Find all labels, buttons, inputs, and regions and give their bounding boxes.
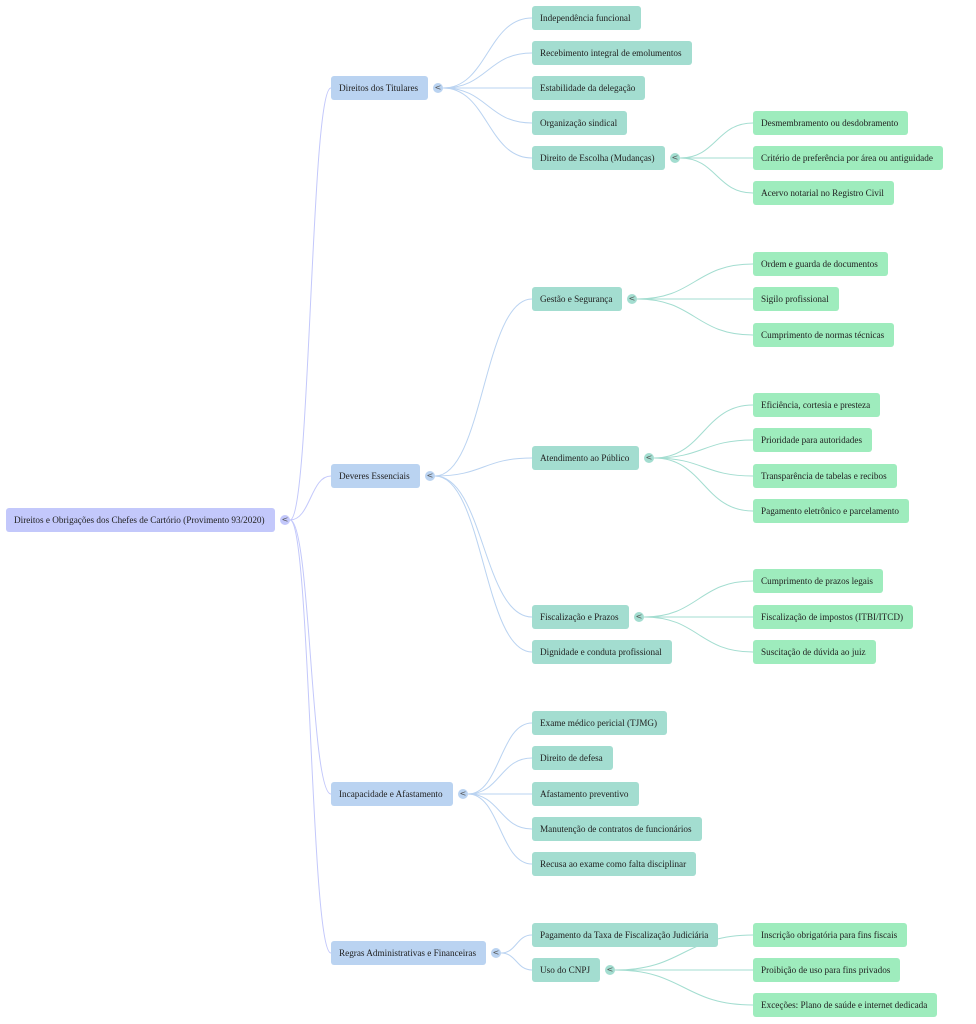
mindmap-node-uso-cnpj[interactable]: Uso do CNPJ [532, 958, 601, 982]
edge-direitos-titulares-to-recebimento [442, 52, 533, 89]
edge-incapacidade-to-manutencao-contratos [467, 793, 533, 830]
edge-direitos-titulares-to-independencia [442, 17, 533, 89]
edge-atendimento-publico-to-eficiencia [653, 404, 754, 459]
edge-incapacidade-to-recusa-exame [467, 793, 533, 865]
edge-direitos-titulares-to-organizacao [442, 87, 533, 124]
edge-regras-admin-to-taxa-fiscalizacao [500, 934, 533, 954]
collapse-toggle-icon[interactable]: < [644, 453, 654, 463]
edge-atendimento-publico-to-prioridade [653, 439, 754, 459]
mindmap-node-independencia[interactable]: Independência funcional [532, 6, 641, 30]
mindmap-node-sigilo[interactable]: Sigilo profissional [753, 287, 839, 311]
mindmap-node-prioridade[interactable]: Prioridade para autoridades [753, 428, 873, 452]
collapse-toggle-icon[interactable]: < [605, 965, 615, 975]
mindmap-node-excecoes[interactable]: Exceções: Plano de saúde e internet dedi… [753, 993, 938, 1017]
mindmap-node-dignidade[interactable]: Dignidade e conduta profissional [532, 640, 672, 664]
edge-deveres-essenciais-to-atendimento-publico [434, 457, 533, 477]
edge-root-to-regras-admin [289, 519, 332, 954]
collapse-toggle-icon[interactable]: < [425, 471, 435, 481]
edge-direitos-titulares-to-direito-escolha [442, 87, 533, 159]
mindmap-node-organizacao[interactable]: Organização sindical [532, 111, 628, 135]
edge-atendimento-publico-to-transparencia [653, 457, 754, 477]
mindmap-node-regras-admin[interactable]: Regras Administrativas e Financeiras [331, 941, 487, 965]
edge-direito-escolha-to-acervo [679, 157, 754, 194]
collapse-toggle-icon[interactable]: < [491, 948, 501, 958]
edge-deveres-essenciais-to-fiscalizacao-prazos [434, 475, 533, 618]
edge-root-to-incapacidade [289, 519, 332, 795]
edge-incapacidade-to-exame-medico [467, 722, 533, 795]
mindmap-node-acervo[interactable]: Acervo notarial no Registro Civil [753, 181, 894, 205]
mindmap-node-deveres-essenciais[interactable]: Deveres Essenciais [331, 464, 420, 488]
mindmap-node-direitos-titulares[interactable]: Direitos dos Titulares [331, 76, 429, 100]
mindmap-node-recebimento[interactable]: Recebimento integral de emolumentos [532, 41, 692, 65]
mindmap-node-inscricao[interactable]: Inscrição obrigatória para fins fiscais [753, 923, 908, 947]
mindmap-node-incapacidade[interactable]: Incapacidade e Afastamento [331, 782, 453, 806]
edge-gestao-seguranca-to-ordem-guarda [636, 263, 754, 300]
mindmap-node-afastamento-preventivo[interactable]: Afastamento preventivo [532, 782, 639, 806]
mindmap-node-taxa-fiscalizacao[interactable]: Pagamento da Taxa de Fiscalização Judici… [532, 923, 719, 947]
mindmap-node-manutencao-contratos[interactable]: Manutenção de contratos de funcionários [532, 817, 702, 841]
mindmap-node-impostos[interactable]: Fiscalização de impostos (ITBI/ITCD) [753, 605, 914, 629]
mindmap-node-estabilidade[interactable]: Estabilidade da delegação [532, 76, 646, 100]
mindmap-node-criterio[interactable]: Critério de preferência por área ou anti… [753, 146, 943, 170]
mindmap-node-direito-defesa[interactable]: Direito de defesa [532, 746, 613, 770]
edge-atendimento-publico-to-pagamento-eletronico [653, 457, 754, 512]
edge-regras-admin-to-uso-cnpj [500, 952, 533, 971]
collapse-toggle-icon[interactable]: < [670, 153, 680, 163]
mindmap-node-gestao-seguranca[interactable]: Gestão e Segurança [532, 287, 623, 311]
mindmap-node-normas-tecnicas[interactable]: Cumprimento de normas técnicas [753, 323, 895, 347]
mindmap-node-proibicao[interactable]: Proibição de uso para fins privados [753, 958, 901, 982]
collapse-toggle-icon[interactable]: < [634, 612, 644, 622]
mindmap-node-exame-medico[interactable]: Exame médico pericial (TJMG) [532, 711, 668, 735]
collapse-toggle-icon[interactable]: < [433, 83, 443, 93]
collapse-toggle-icon[interactable]: < [627, 294, 637, 304]
edge-root-to-deveres-essenciais [289, 475, 332, 521]
mindmap-node-pagamento-eletronico[interactable]: Pagamento eletrônico e parcelamento [753, 499, 910, 523]
edge-deveres-essenciais-to-gestao-seguranca [434, 298, 533, 477]
mindmap-node-fiscalizacao-prazos[interactable]: Fiscalização e Prazos [532, 605, 629, 629]
mindmap-node-ordem-guarda[interactable]: Ordem e guarda de documentos [753, 252, 888, 276]
edge-uso-cnpj-to-excecoes [614, 969, 754, 1006]
root-node[interactable]: Direitos e Obrigações dos Chefes de Cart… [6, 508, 275, 532]
edge-root-to-direitos-titulares [289, 87, 332, 521]
edge-fiscalizacao-prazos-to-prazos-legais [643, 580, 754, 618]
mindmap-node-suscitacao[interactable]: Suscitação de dúvida ao juiz [753, 640, 876, 664]
mindmap-node-prazos-legais[interactable]: Cumprimento de prazos legais [753, 569, 884, 593]
edge-deveres-essenciais-to-dignidade [434, 475, 533, 653]
mindmap-node-transparencia[interactable]: Transparência de tabelas e recibos [753, 464, 897, 488]
mindmap-node-recusa-exame[interactable]: Recusa ao exame como falta disciplinar [532, 852, 697, 876]
edge-direito-escolha-to-desmembramento [679, 122, 754, 159]
mindmap-node-atendimento-publico[interactable]: Atendimento ao Público [532, 446, 640, 470]
mindmap-node-direito-escolha[interactable]: Direito de Escolha (Mudanças) [532, 146, 665, 170]
collapse-toggle-icon[interactable]: < [280, 515, 290, 525]
mindmap-node-desmembramento[interactable]: Desmembramento ou desdobramento [753, 111, 909, 135]
collapse-toggle-icon[interactable]: < [458, 789, 468, 799]
mindmap-node-eficiencia[interactable]: Eficiência, cortesia e presteza [753, 393, 881, 417]
edge-incapacidade-to-direito-defesa [467, 757, 533, 795]
edge-gestao-seguranca-to-normas-tecnicas [636, 298, 754, 336]
